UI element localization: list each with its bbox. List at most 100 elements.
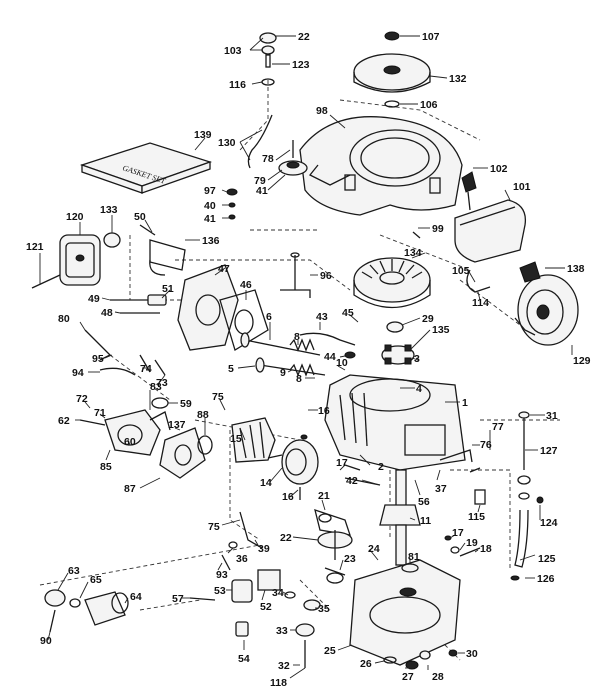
label-94: 94 xyxy=(72,367,84,379)
governor-link xyxy=(247,114,273,169)
carburetor-body xyxy=(177,264,239,351)
label-77: 77 xyxy=(492,421,504,433)
starter-cup-hardware xyxy=(259,32,277,86)
label-138: 138 xyxy=(567,263,585,275)
label-32: 32 xyxy=(278,660,290,672)
governor-rod-bracket xyxy=(280,252,311,298)
intake-pleated-part xyxy=(231,417,276,463)
leader-lines xyxy=(39,35,573,679)
label-118: 118 xyxy=(270,677,287,689)
label-83: 83 xyxy=(150,381,162,393)
label-8-top: 8 xyxy=(294,331,300,343)
oil-sump xyxy=(349,559,461,666)
label-133: 133 xyxy=(100,204,118,216)
label-134: 134 xyxy=(404,247,422,259)
blower-housing xyxy=(299,116,463,216)
label-76: 76 xyxy=(480,439,492,451)
label-87: 87 xyxy=(124,483,136,495)
label-115: 115 xyxy=(468,511,485,523)
screen-nut xyxy=(384,31,400,41)
label-74: 74 xyxy=(140,363,152,375)
governor-gear xyxy=(278,140,308,176)
starter-pulley xyxy=(381,321,415,390)
label-64: 64 xyxy=(130,591,142,603)
label-125: 125 xyxy=(538,553,556,565)
label-22: 22 xyxy=(298,31,310,43)
label-47: 47 xyxy=(218,263,230,275)
label-75-lower: 75 xyxy=(208,521,220,533)
governor-linkage xyxy=(99,354,166,376)
label-35: 35 xyxy=(318,603,330,615)
connecting-rod xyxy=(314,509,351,536)
o-ring xyxy=(151,397,169,409)
label-137: 137 xyxy=(168,419,186,431)
label-124: 124 xyxy=(540,517,558,529)
label-26: 26 xyxy=(360,658,372,670)
label-36: 36 xyxy=(236,553,248,565)
air-cleaner-cover xyxy=(59,234,101,286)
muffler xyxy=(267,439,319,485)
label-3: 3 xyxy=(414,353,420,365)
label-97: 97 xyxy=(204,185,216,197)
label-17: 17 xyxy=(336,457,348,469)
label-52: 52 xyxy=(260,601,272,613)
label-116: 116 xyxy=(229,79,246,91)
label-103: 103 xyxy=(224,45,242,57)
label-121: 121 xyxy=(26,241,44,253)
carburetor-lower-body xyxy=(159,427,206,479)
label-25: 25 xyxy=(324,645,336,657)
label-57: 57 xyxy=(172,593,184,605)
intake-valve xyxy=(240,332,321,356)
engine-block xyxy=(324,374,466,471)
label-34: 34 xyxy=(272,587,284,599)
breather-tube xyxy=(299,332,356,346)
label-8: 8 xyxy=(296,373,302,385)
label-114: 114 xyxy=(472,297,489,309)
label-81: 81 xyxy=(408,551,420,563)
air-cleaner-screw xyxy=(31,274,61,289)
label-65: 65 xyxy=(90,574,102,586)
carburetor-float-group xyxy=(79,409,171,456)
label-15: 15 xyxy=(230,433,242,445)
label-75: 75 xyxy=(212,391,224,403)
label-132: 132 xyxy=(449,73,467,85)
air-cleaner-bracket xyxy=(139,224,186,276)
label-19: 19 xyxy=(466,537,478,549)
label-5: 5 xyxy=(228,363,234,375)
label-21: 21 xyxy=(318,490,330,502)
label-2: 2 xyxy=(378,461,384,473)
label-11: 11 xyxy=(420,515,431,527)
label-49: 49 xyxy=(88,293,100,305)
gasket-set-box: GASKET SET xyxy=(79,142,213,194)
label-88: 88 xyxy=(197,409,209,421)
drain-hardware xyxy=(383,649,458,670)
retainer xyxy=(344,351,356,359)
small-fastener-stack xyxy=(226,188,238,220)
label-14: 14 xyxy=(260,477,272,489)
starter-motor xyxy=(44,589,129,633)
label-99: 99 xyxy=(432,223,444,235)
label-27: 27 xyxy=(402,671,414,683)
label-44: 44 xyxy=(324,351,336,363)
label-30: 30 xyxy=(466,648,478,660)
label-106: 106 xyxy=(420,99,438,111)
breather-plug xyxy=(300,434,308,440)
label-33: 33 xyxy=(276,625,288,637)
label-29: 29 xyxy=(422,313,434,325)
label-4: 4 xyxy=(416,383,422,395)
crankshaft xyxy=(379,469,421,566)
label-54: 54 xyxy=(238,653,250,665)
label-62: 62 xyxy=(58,415,70,427)
label-45: 45 xyxy=(342,307,354,319)
label-43: 43 xyxy=(316,311,328,323)
label-18: 18 xyxy=(480,543,492,555)
label-1: 1 xyxy=(462,397,468,409)
label-80: 80 xyxy=(58,313,70,325)
label-85: 85 xyxy=(100,461,112,473)
flywheel xyxy=(353,257,431,309)
label-93: 93 xyxy=(216,569,228,581)
label-16-lower: 16 xyxy=(282,491,294,503)
label-56: 56 xyxy=(418,496,430,508)
label-40: 40 xyxy=(204,200,216,212)
label-139: 139 xyxy=(194,129,212,141)
